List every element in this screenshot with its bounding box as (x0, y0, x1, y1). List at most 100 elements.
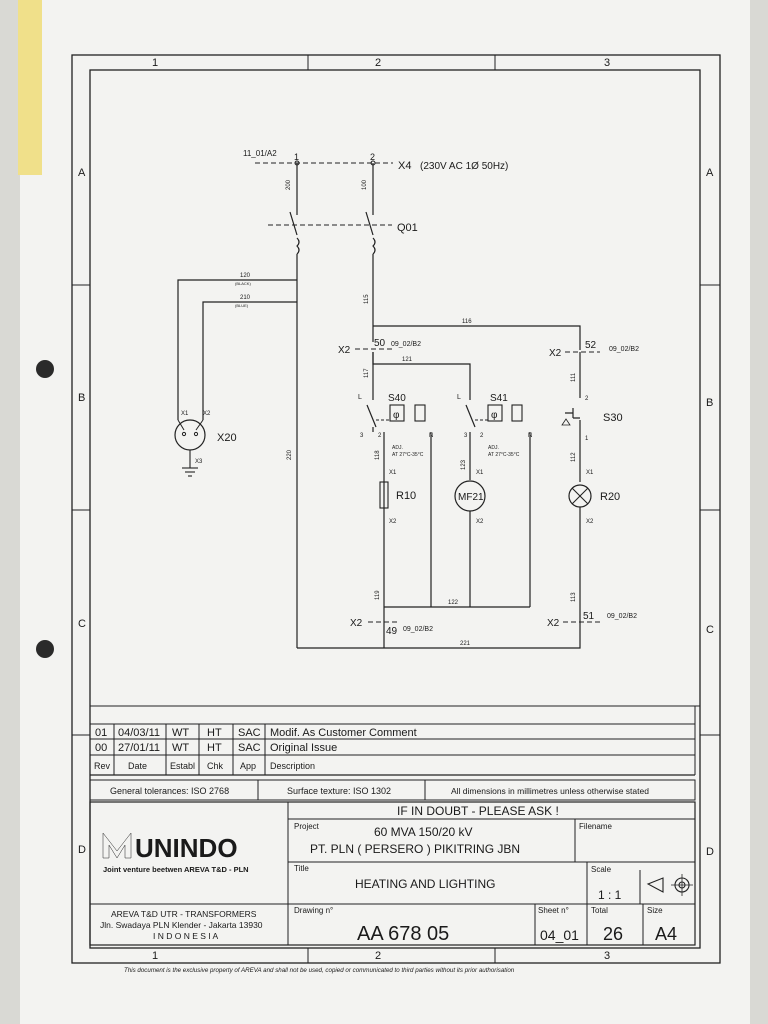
pin-label: X2 (586, 519, 594, 525)
grid-row-label: A (706, 167, 714, 179)
wire-label: 200 (286, 179, 292, 190)
ref-label: 09_02/B2 (609, 346, 639, 353)
sheet-label: Sheet n° (538, 906, 569, 915)
pin-label: X3 (195, 459, 203, 465)
wire-label: 123 (461, 459, 467, 470)
terminal-label: 51 (583, 611, 595, 622)
x20-label: X20 (217, 432, 237, 444)
door-switch-icon (561, 418, 571, 426)
x4-label: X4 (398, 160, 411, 172)
header-cell: Chk (207, 761, 224, 771)
pin-label: X2 (389, 519, 397, 525)
binder-ring-icon (36, 360, 54, 378)
wire-label: 120 (240, 273, 251, 279)
desc-cell: Modif. As Customer Comment (270, 727, 417, 739)
x2-label: X2 (350, 618, 363, 629)
wire-label: 116 (462, 319, 472, 325)
general-tolerances: General tolerances: ISO 2768 (110, 786, 229, 796)
pin-label: L (358, 394, 362, 401)
rev-cell: 00 (95, 742, 107, 754)
wire-label: 220 (287, 449, 293, 460)
total-sheets: 26 (603, 924, 623, 944)
x2-label: X2 (338, 345, 351, 356)
grid-col-label: 2 (375, 950, 381, 962)
terminal-label: 50 (374, 338, 386, 349)
grid-row-label: B (706, 397, 713, 409)
pin-label: X2 (476, 519, 484, 525)
terminal-label: 49 (386, 626, 398, 637)
header-cell: Rev (94, 761, 111, 771)
r10-label: R10 (396, 490, 416, 502)
pin-label: X1 (389, 470, 397, 476)
wire-label: 112 (571, 452, 577, 462)
adj-label: ADJ. (488, 445, 499, 451)
filename-label: Filename (579, 822, 612, 831)
chk-cell: HT (207, 727, 222, 739)
app-cell: SAC (238, 727, 261, 739)
wire-label: 100 (362, 179, 368, 190)
company-subtitle: Joint venture beetwen AREVA T&D - PLN (103, 865, 249, 874)
date-cell: 27/01/11 (118, 742, 160, 754)
wire-label: 111 (571, 372, 577, 382)
unindo-logo-icon (102, 832, 132, 859)
chk-cell: HT (207, 742, 222, 754)
terminal-label: 2 (370, 152, 375, 162)
address-line: I N D O N E S I A (153, 931, 219, 941)
pin-label: X2 (203, 411, 211, 417)
pin-label: X1 (476, 470, 484, 476)
s30-label: S30 (603, 412, 623, 424)
revision-table: 01 04/03/11 WT HT SAC Modif. As Customer… (90, 705, 700, 776)
size-label: Size (647, 906, 663, 915)
grid-col-label: 1 (152, 57, 158, 69)
header-cell: Description (270, 761, 315, 771)
q01-label: Q01 (397, 222, 418, 234)
thermostat-icon: φ (393, 410, 400, 421)
drawing-label: Drawing n° (294, 906, 333, 915)
pin-label: X1 (586, 470, 594, 476)
ref-label: 11_01/A2 (243, 149, 277, 158)
terminal-label: 1 (294, 152, 299, 162)
paper-size: A4 (655, 924, 677, 944)
tolerance-row: General tolerances: ISO 2768 Surface tex… (89, 779, 696, 801)
outer-border (71, 54, 721, 964)
drawing-number: AA 678 05 (357, 923, 449, 945)
pin-label: 3 (464, 433, 468, 439)
wire-label: 210 (240, 295, 251, 301)
project-line2: PT. PLN ( PERSERO ) PIKITRING JBN (310, 842, 520, 856)
ref-label: 09_02/B2 (403, 626, 433, 633)
schematic: 11_01/A2 1 2 X4 (230V AC 1Ø 50Hz) 200 10… (174, 149, 639, 649)
desc-cell: Original Issue (270, 742, 337, 754)
header-cell: Date (128, 761, 147, 771)
x2-label: X2 (547, 618, 560, 629)
r20-label: R20 (600, 491, 620, 503)
grid-row-label: D (78, 844, 86, 856)
paper-sheet (20, 0, 750, 1024)
inner-border (89, 69, 701, 949)
header-cell: Establ (170, 761, 195, 771)
mf21-label: MF21 (458, 492, 484, 503)
company-logo-text: UNINDO (135, 833, 238, 863)
project-line1: 60 MVA 150/20 kV (374, 825, 473, 839)
establ-cell: WT (172, 742, 189, 754)
x2-label: X2 (549, 348, 562, 359)
pin-label: L (457, 394, 461, 401)
project-label: Project (294, 822, 320, 831)
header-cell: App (240, 761, 256, 771)
sheet-number: 04_01 (540, 927, 579, 943)
adj-range: AT 27°C-35°C (488, 452, 520, 458)
grid-row-label: C (706, 624, 714, 636)
binder-ring-icon (36, 640, 54, 658)
grid-row-label: A (78, 167, 86, 179)
wire-label: 221 (460, 641, 471, 647)
scale-value: 1 : 1 (598, 888, 622, 902)
color-code: (BLACK) (235, 281, 251, 286)
total-label: Total (591, 906, 608, 915)
wire-label: 113 (571, 592, 577, 602)
terminal-label: 52 (585, 340, 597, 351)
ref-label: 09_02/B2 (607, 613, 637, 620)
grid-col-label: 3 (604, 57, 610, 69)
rev-cell: 01 (95, 727, 107, 739)
adj-range: AT 27°C-35°C (392, 452, 424, 458)
